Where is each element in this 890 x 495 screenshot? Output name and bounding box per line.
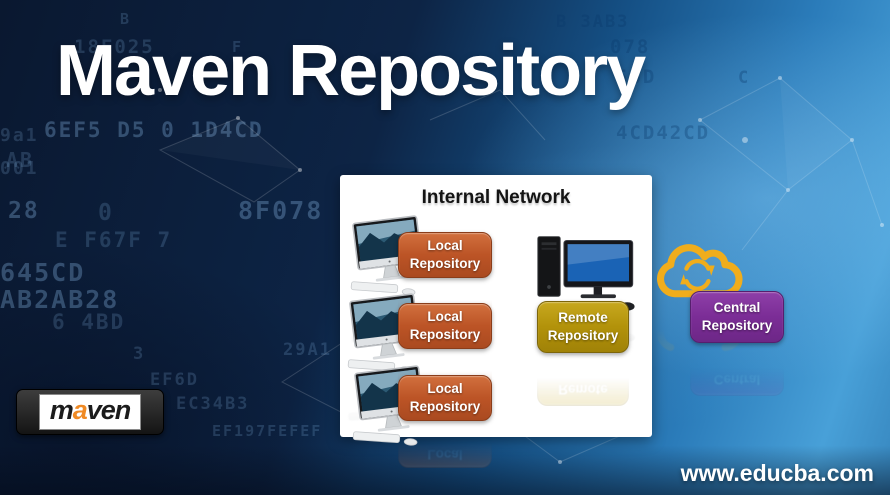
website-url: www.educba.com — [680, 460, 874, 486]
hex-bg-text: EF197FEFEF — [212, 422, 323, 440]
label-reflection: Remote Repository — [537, 354, 629, 406]
central-repository-label: Central Repository Central Repository — [690, 291, 784, 396]
local-repository-label: Local Repository Local Repository — [398, 375, 492, 468]
hex-bg-text: 078 — [610, 36, 651, 58]
local-repository-label: Local Repository Local Repository — [398, 303, 492, 396]
sync-arrows-icon — [684, 258, 711, 291]
label-text: Remote Repository — [537, 301, 629, 353]
hex-bg-text: 29A1 — [283, 340, 332, 360]
hex-bg-text: 28 — [8, 198, 40, 224]
hex-bg-text: 645CD — [0, 258, 86, 287]
label-text: Central Repository — [690, 291, 784, 343]
label-text: Local Repository — [398, 303, 492, 349]
hex-bg-text: 0 — [98, 200, 114, 226]
hex-bg-text: 001 — [0, 158, 39, 179]
hex-bg-text: EC34B3 — [176, 394, 250, 414]
remote-repository-label: Remote Repository Remote Repository — [537, 301, 629, 406]
label-text: Local Repository — [398, 232, 492, 278]
hex-bg-text: 4CD42CD — [616, 122, 711, 144]
internal-network-heading: Internal Network — [421, 187, 571, 208]
page-title: Maven Repository — [56, 31, 646, 111]
maven-logo-ven: ven — [86, 394, 132, 425]
local-repository-label: Local Repository Local Repository — [398, 232, 492, 325]
hex-bg-text: B 3AB3 — [556, 12, 630, 32]
hex-bg-text: 8F078 — [238, 196, 324, 225]
hex-bg-text: 9a1 — [0, 125, 39, 146]
hex-bg-text: 6EF5 D5 0 1D4CD — [44, 118, 264, 142]
hex-bg-text: E F67F 7 — [55, 228, 173, 252]
hex-bg-text: 6 4BD — [52, 310, 126, 334]
hex-bg-text: F — [232, 38, 244, 56]
hex-bg-text: AB2AB28 — [0, 285, 120, 314]
hex-bg-text: 18F025 — [74, 36, 155, 58]
maven-logo-a: a — [72, 394, 88, 425]
imac-icon — [348, 215, 428, 343]
hex-bg-text: EF6D — [150, 370, 199, 390]
label-text: Local Repository — [398, 375, 492, 421]
hex-bg-text: B — [120, 10, 132, 28]
internal-network-panel: Internal Network — [340, 175, 652, 468]
hex-bg-text: 3 — [133, 344, 146, 364]
maven-logo: maven — [16, 389, 164, 435]
hex-bg-text: C — [738, 68, 751, 88]
hex-bg-text: 56D — [616, 66, 657, 88]
hex-bg-text: AB — [6, 148, 35, 172]
maven-logo-m: m — [49, 394, 74, 425]
maven-logo-text: maven — [38, 393, 142, 431]
